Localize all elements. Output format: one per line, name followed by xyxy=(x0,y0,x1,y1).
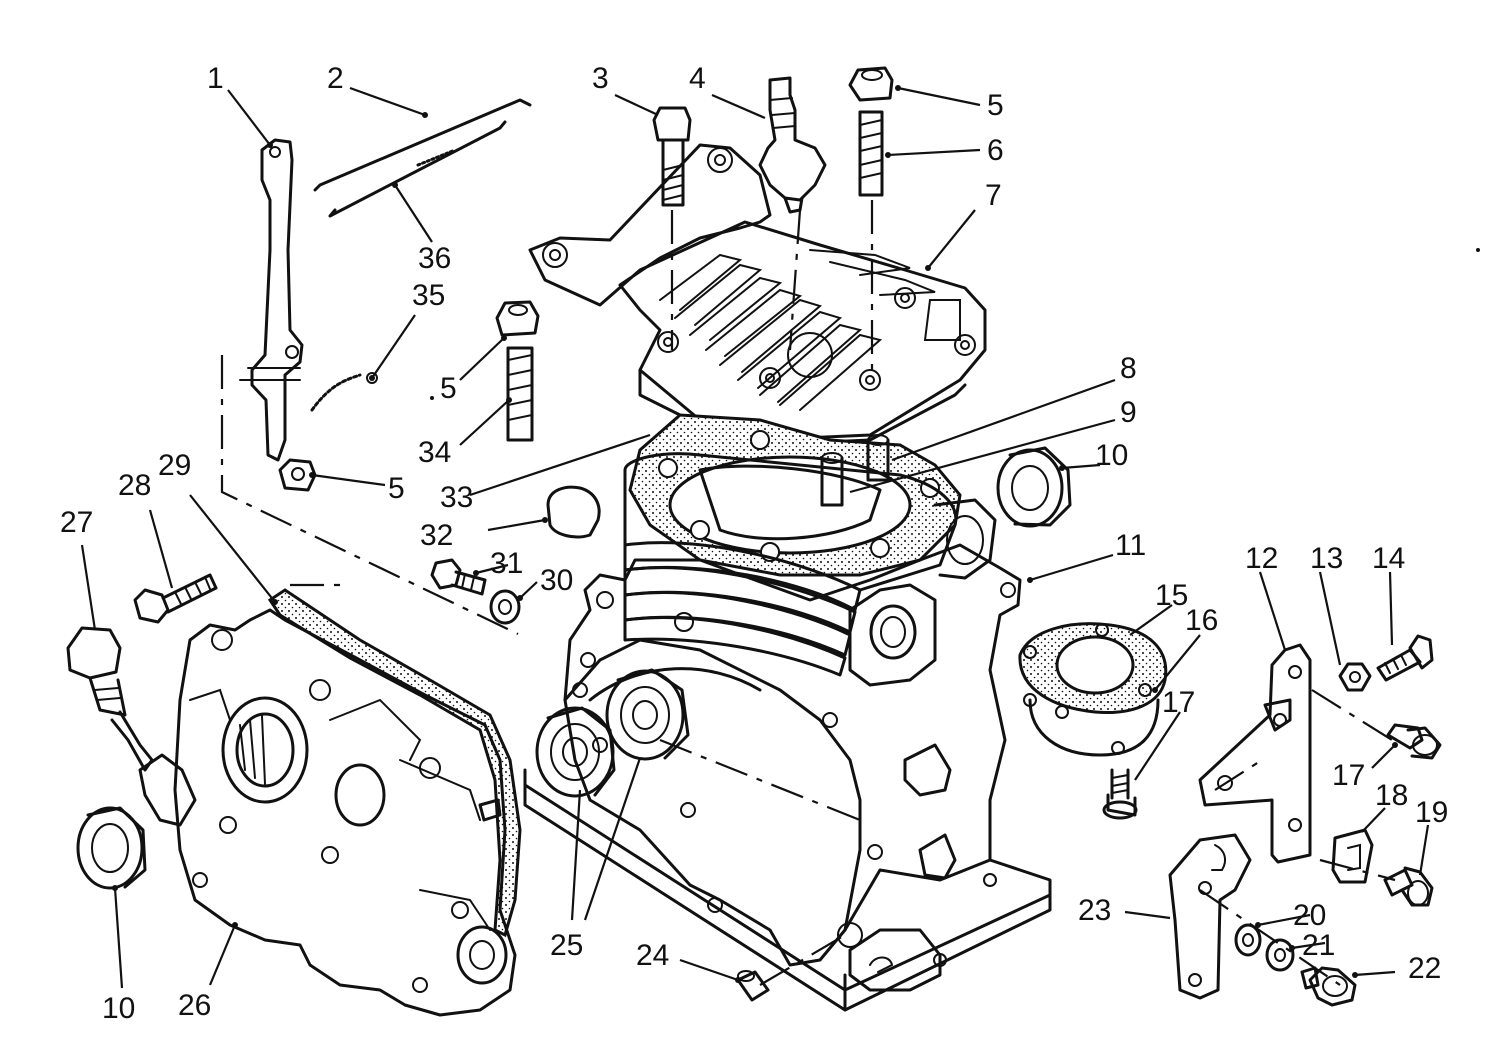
crankcase-cylinder-block xyxy=(523,452,1052,1012)
callout-label: 21 xyxy=(1302,929,1335,962)
callout-label: 5 xyxy=(388,472,405,505)
washer-21 xyxy=(1265,938,1295,972)
breather-cap xyxy=(546,485,601,539)
callout-label: 8 xyxy=(1120,352,1137,385)
callout-label: 23 xyxy=(1078,894,1111,927)
callout-label: 18 xyxy=(1375,779,1408,812)
callout-label: 27 xyxy=(60,506,93,539)
spark-plug xyxy=(758,76,827,214)
callout-label: 2 xyxy=(327,62,344,95)
bolt-22 xyxy=(1300,966,1357,1007)
flange-nut-mid xyxy=(495,300,540,337)
link-plate xyxy=(1168,833,1252,1000)
bolt-17-left xyxy=(1102,768,1138,820)
bolt-28 xyxy=(133,573,218,624)
cylinder-head xyxy=(528,143,987,447)
callout-label: 26 xyxy=(178,989,211,1022)
leader-lines xyxy=(80,86,1430,989)
callout-label: 7 xyxy=(985,179,1002,212)
bolt-17-right xyxy=(1386,723,1442,760)
callout-label: 35 xyxy=(412,279,445,312)
callout-label: 31 xyxy=(490,547,523,580)
callout-label: 15 xyxy=(1155,579,1188,612)
callout-label: 25 xyxy=(550,929,583,962)
callout-label: 10 xyxy=(102,992,135,1025)
head-stud-top xyxy=(858,110,884,197)
callout-label: 6 xyxy=(987,134,1004,167)
callout-label: 5 xyxy=(440,372,457,405)
head-gasket xyxy=(628,413,962,577)
breather-cover xyxy=(1018,622,1168,757)
callout-label: 16 xyxy=(1185,604,1218,637)
callout-label: 3 xyxy=(592,62,609,95)
callout-label: 10 xyxy=(1095,439,1128,472)
nut-13 xyxy=(1338,662,1372,692)
callout-dots xyxy=(112,85,1480,983)
callout-label: 13 xyxy=(1310,542,1343,575)
callout-label: 1 xyxy=(207,62,224,95)
callout-label: 33 xyxy=(440,481,473,514)
bolt-14 xyxy=(1376,634,1434,682)
small-bolt-31 xyxy=(430,558,487,596)
callout-label: 28 xyxy=(118,469,151,502)
callout-label: 5 xyxy=(987,89,1004,122)
callout-label: 19 xyxy=(1415,796,1448,829)
main-bearing-seal-b xyxy=(605,668,690,761)
flange-nut-top xyxy=(848,66,894,102)
callout-labels: 1 2 3 4 5 6 7 36 35 5 34 5 8 9 10 33 32 … xyxy=(60,62,1448,1025)
callout-label: 24 xyxy=(636,939,669,972)
callout-label: 36 xyxy=(418,242,451,275)
callout-label: 29 xyxy=(158,449,191,482)
dowel-pins xyxy=(820,434,890,507)
callout-label: 17 xyxy=(1162,686,1195,719)
governor-rods xyxy=(313,98,532,218)
governor-spring xyxy=(310,372,378,412)
callout-label: 4 xyxy=(689,62,706,95)
dowel-pin-24 xyxy=(736,970,770,1002)
washer-30 xyxy=(489,589,521,625)
head-stud-left xyxy=(506,346,534,442)
washer-20 xyxy=(1234,923,1262,957)
callout-label: 32 xyxy=(420,519,453,552)
bolt-19 xyxy=(1383,866,1434,907)
clip-18 xyxy=(1331,828,1374,884)
callout-label: 9 xyxy=(1120,396,1137,429)
control-bracket xyxy=(1198,643,1312,864)
callout-label: 14 xyxy=(1372,542,1405,575)
callout-label: 17 xyxy=(1332,759,1365,792)
callout-label: 30 xyxy=(540,564,573,597)
callout-label: 34 xyxy=(418,436,451,469)
governor-lever xyxy=(239,138,304,462)
callout-label: 12 xyxy=(1245,542,1278,575)
crankcase-side-cover xyxy=(173,588,522,1017)
callout-label: 22 xyxy=(1408,952,1441,985)
callout-label: 20 xyxy=(1293,899,1326,932)
oil-seal-left xyxy=(76,806,147,890)
oil-seal-right xyxy=(996,446,1072,528)
head-bolt xyxy=(652,106,692,207)
callout-label: 11 xyxy=(1115,529,1146,562)
oil-filler-plug xyxy=(66,626,197,827)
